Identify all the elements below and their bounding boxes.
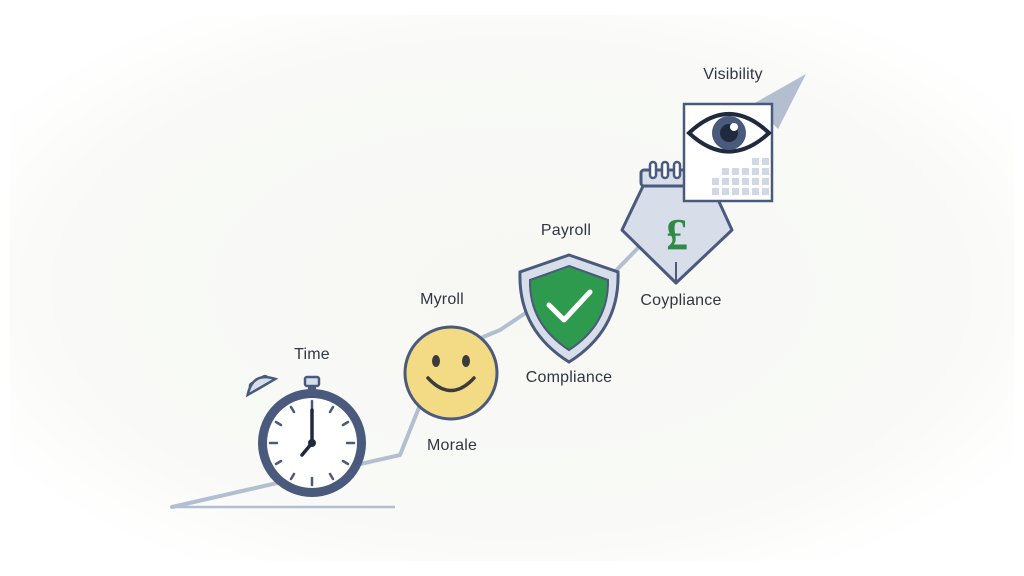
label-coypliance: Coypliance: [640, 292, 722, 309]
label-compliance: Compliance: [525, 369, 613, 386]
eye-window-icon: [682, 102, 774, 203]
label-visibility: Visibility: [703, 66, 763, 83]
smiley-icon: [403, 325, 499, 421]
shield-check-icon: [518, 253, 620, 364]
pound-sign: £: [666, 210, 688, 259]
label-payroll: Payroll: [540, 222, 592, 239]
label-morale: Morale: [426, 437, 478, 454]
stopwatch-icon: [245, 374, 366, 497]
label-myroll: Myroll: [420, 291, 464, 308]
label-time: Time: [294, 346, 330, 363]
background-panel: [10, 15, 1014, 561]
calendar-grid: [712, 158, 769, 195]
